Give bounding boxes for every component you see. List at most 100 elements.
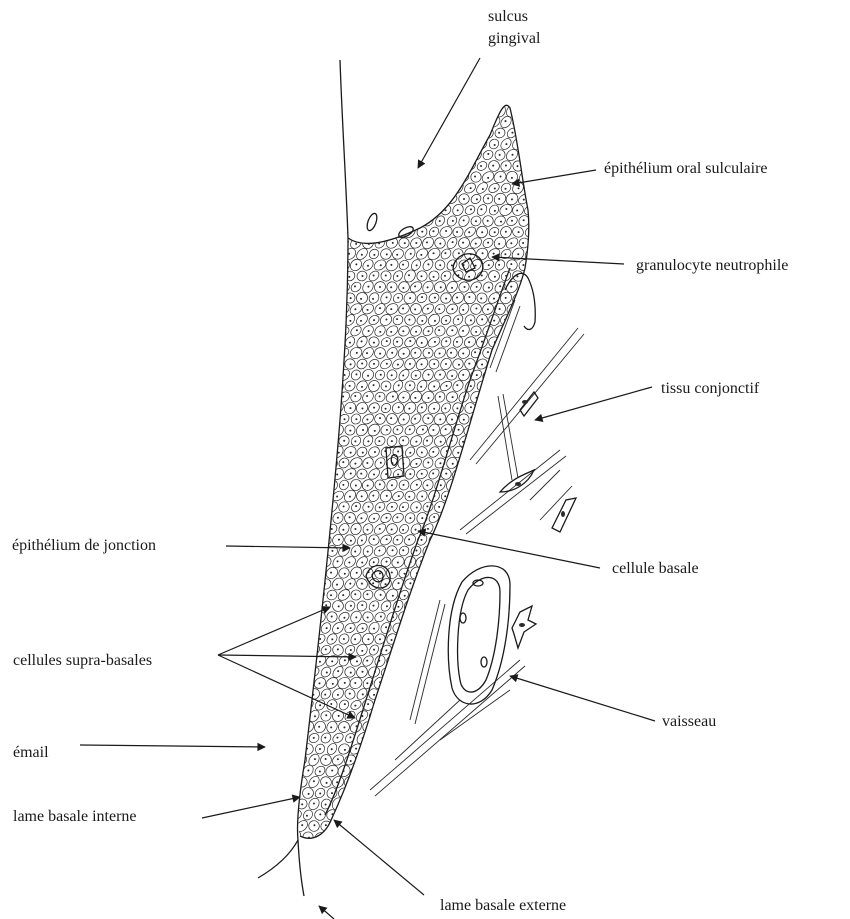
cell-nucleus — [510, 617, 512, 619]
cell-nucleus — [434, 759, 436, 761]
epithelial-cell — [468, 500, 483, 515]
cell-nucleus — [390, 704, 392, 706]
cell-nucleus — [409, 582, 411, 584]
epithelial-cell — [426, 180, 442, 196]
epithelial-cell — [451, 159, 466, 174]
cell-nucleus — [361, 604, 363, 606]
epithelial-cell — [487, 731, 501, 744]
cell-nucleus — [374, 715, 376, 717]
cell-nucleus — [313, 539, 315, 541]
cell-nucleus — [416, 219, 418, 221]
cell-nucleus — [422, 804, 424, 806]
epithelial-cell — [475, 776, 488, 789]
cell-nucleus — [487, 110, 489, 112]
cell-nucleus — [396, 143, 398, 145]
epithelial-cell — [469, 632, 484, 646]
cell-nucleus — [362, 759, 364, 761]
epithelial-cell — [409, 610, 423, 624]
epithelial-cell — [457, 654, 471, 669]
cell-nucleus — [307, 198, 309, 200]
epithelial-cell — [499, 379, 514, 393]
cell-nucleus — [403, 109, 405, 111]
cell-nucleus — [379, 219, 381, 221]
cell-nucleus — [337, 670, 339, 672]
epithelial-cell — [481, 786, 494, 799]
cell-nucleus — [392, 242, 394, 244]
epithelial-cell — [427, 159, 441, 173]
cell-nucleus — [535, 198, 537, 200]
cell-nucleus — [330, 703, 332, 705]
epithelial-cell — [307, 533, 321, 548]
epithelial-cell — [463, 621, 477, 635]
epithelial-cell — [463, 731, 477, 745]
cell-nucleus — [409, 165, 411, 167]
epithelial-cell — [433, 588, 447, 602]
cell-nucleus — [313, 208, 315, 210]
epithelial-cell — [373, 192, 386, 205]
cell-nucleus — [288, 452, 290, 454]
cell-nucleus — [307, 660, 309, 662]
cell-nucleus — [301, 824, 303, 826]
epithelial-cell — [451, 114, 466, 129]
cell-nucleus — [474, 505, 476, 507]
epithelial-cell — [331, 819, 345, 833]
epithelial-cell — [432, 543, 448, 559]
cell-nucleus — [301, 582, 303, 584]
cell-nucleus — [518, 450, 520, 452]
cell-nucleus — [294, 351, 296, 353]
cell-nucleus — [367, 177, 369, 179]
epithelial-cell — [505, 764, 518, 778]
cell-nucleus — [320, 352, 322, 354]
cell-nucleus — [397, 364, 399, 366]
epithelial-cell — [528, 280, 543, 294]
epithelial-cell — [438, 532, 454, 548]
cell-nucleus — [529, 430, 531, 432]
epithelial-cell — [378, 180, 394, 195]
cell-nucleus — [332, 330, 334, 332]
cell-nucleus — [396, 275, 398, 277]
cell-nucleus — [464, 837, 466, 839]
epithelial-cell — [301, 456, 315, 471]
epithelial-cell — [397, 126, 410, 139]
cell-nucleus — [458, 252, 460, 254]
cell-nucleus — [451, 748, 453, 750]
cell-nucleus — [510, 286, 512, 288]
cell-nucleus — [331, 109, 333, 111]
epithelial-cell — [450, 488, 465, 504]
epithelial-cell — [517, 346, 531, 360]
epithelial-cell — [396, 169, 412, 185]
cell-nucleus — [325, 99, 327, 101]
epithelial-cell — [524, 731, 537, 745]
cell-nucleus — [294, 175, 296, 177]
cell-nucleus — [462, 594, 464, 596]
epithelial-cell — [313, 235, 328, 250]
cell-nucleus — [308, 639, 310, 641]
cell-nucleus — [378, 440, 380, 442]
epithelial-cell — [421, 676, 434, 689]
cell-nucleus — [438, 748, 440, 750]
cell-nucleus — [361, 408, 363, 410]
epithelial-cell — [398, 104, 411, 117]
cell-nucleus — [536, 286, 538, 288]
epithelial-cell — [300, 125, 315, 140]
cell-nucleus — [306, 220, 308, 222]
epithelial-cell — [434, 786, 447, 799]
cell-nucleus — [402, 726, 404, 728]
cell-nucleus — [344, 109, 346, 111]
epithelial-cell — [397, 148, 412, 163]
epithelial-cell — [301, 522, 315, 535]
epithelial-cell — [295, 247, 309, 261]
epithelial-cell — [462, 796, 477, 811]
epithelial-cell — [457, 126, 472, 141]
cell-nucleus — [289, 232, 291, 234]
cell-nucleus — [319, 419, 321, 421]
epithelial-cell — [294, 620, 309, 635]
epithelial-cell — [462, 92, 479, 108]
cell-nucleus — [462, 352, 464, 354]
epithelial-cell — [462, 598, 478, 614]
epithelial-cell — [463, 775, 477, 789]
cell-nucleus — [452, 463, 454, 465]
epithelial-cell — [289, 236, 303, 250]
epithelial-cell — [487, 489, 501, 503]
cell-nucleus — [386, 803, 388, 805]
